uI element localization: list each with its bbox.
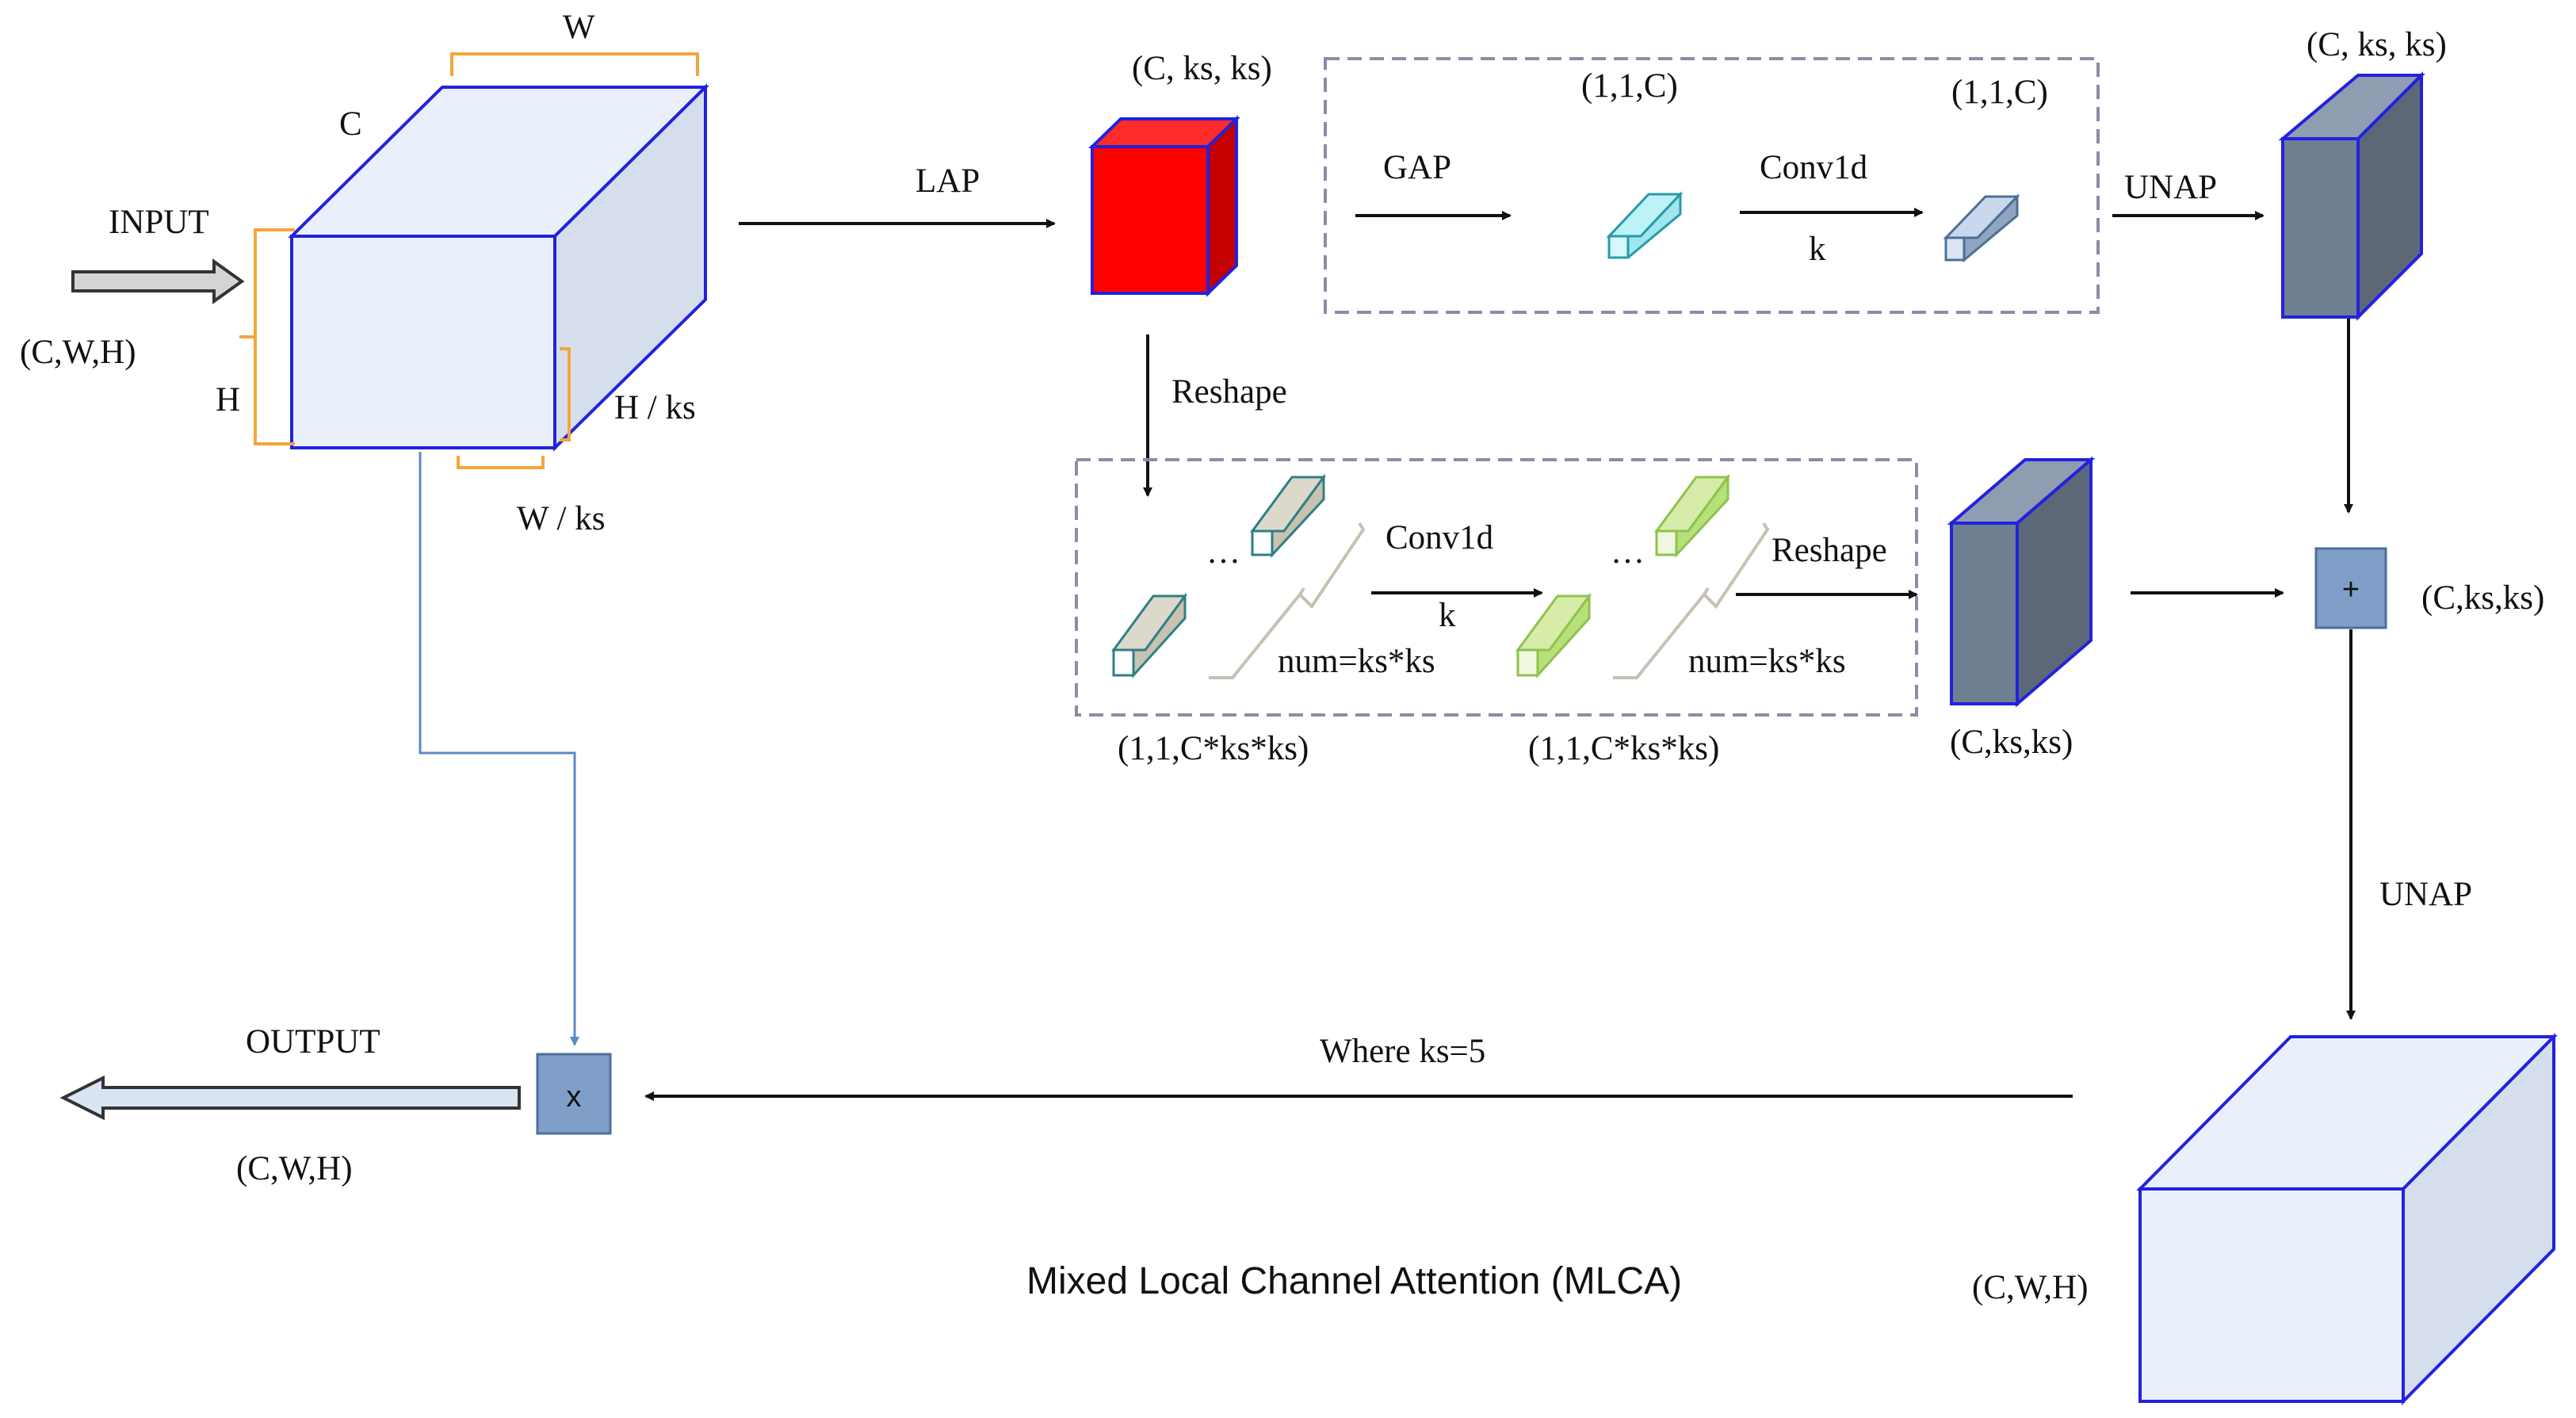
local-num-right-label: num=ks*ks [1688,643,1846,680]
height-dim-label: H [216,381,240,419]
width-dim-label: W [563,9,595,46]
local-conv-bar-front [1515,592,1592,678]
channel-dim-label: C [339,105,362,143]
w-over-ks-label: W / ks [517,500,606,537]
local-input-bar-front [1111,592,1187,678]
local-ellipsis-right: … [1611,533,1645,571]
local-right-brace [1613,522,1770,679]
gap-shape-label: (1,1,C) [1581,67,1678,105]
final-unap-label: UNAP [2379,876,2472,913]
skip-connection-line [419,452,579,1046]
lap-shape-label: (C, ks, ks) [1132,50,1272,87]
local-num-left-label: num=ks*ks [1278,643,1435,680]
output-shape-label: (C,W,H) [236,1150,353,1187]
local-branch-box [1075,458,1918,717]
input-arrow [71,258,245,304]
gap-label: GAP [1383,149,1451,186]
local-cube-shape-label: (C,ks,ks) [1950,724,2073,761]
local-left-brace [1209,522,1366,679]
local-shape-right-label: (1,1,C*ks*ks) [1528,730,1719,767]
gap-vector-bar [1606,191,1684,259]
lap-label: LAP [915,162,980,200]
local-ellipsis-left: … [1206,533,1240,571]
local-shape-left-label: (1,1,C*ks*ks) [1118,730,1309,767]
local-input-bar-back [1250,473,1326,558]
global-unap-shape-label: (C, ks, ks) [2307,26,2447,63]
where-ks-note: Where ks=5 [1320,1033,1485,1070]
add-shape-label: (C,ks,ks) [2421,579,2544,617]
multiply-operator: x [536,1053,612,1135]
add-operator: + [2314,547,2387,629]
global-conv1d-label: Conv1d [1760,149,1867,186]
diagram-title: Mixed Local Channel Attention (MLCA) [1026,1260,1682,1302]
output-arrow [59,1075,521,1121]
global-branch-box [1324,57,2100,314]
local-conv1d-label: Conv1d [1385,519,1493,556]
h-over-ks-label: H / ks [614,389,696,426]
input-cube-braces [239,52,699,469]
output-label: OUTPUT [246,1023,380,1061]
input-cube [288,83,709,452]
multiply-symbol: x [567,1080,582,1114]
final-shape-label: (C,W,H) [1972,1269,2089,1306]
global-unap-label: UNAP [2124,169,2217,206]
local-conv-bar-back [1654,473,1730,558]
global-output-cube [2278,71,2425,321]
global-conv-shape-label: (1,1,C) [1951,74,2048,111]
lap-red-cube [1088,115,1240,297]
local-output-cube [1947,456,2096,708]
local-conv1d-k-label: k [1439,597,1456,634]
final-output-cube [2136,1033,2558,1405]
local-reshape-out-label: Reshape [1771,532,1887,569]
input-label: INPUT [109,204,209,241]
global-conv-vector-bar [1943,193,2020,263]
local-reshape-in-label: Reshape [1171,373,1287,411]
add-symbol: + [2342,573,2360,606]
input-shape-label: (C,W,H) [20,334,136,371]
global-conv1d-k-label: k [1809,231,1826,268]
